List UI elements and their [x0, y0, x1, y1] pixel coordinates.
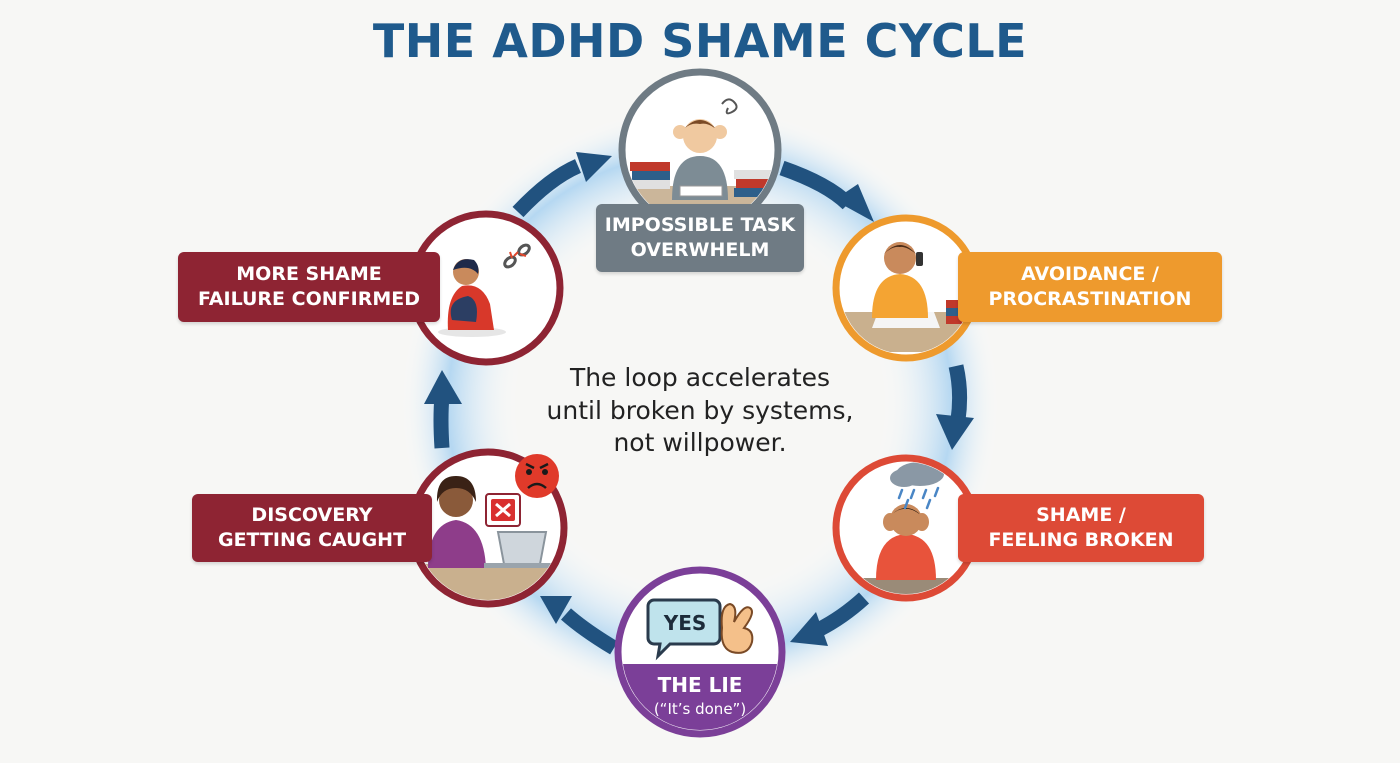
stage-more-shame-line-2: FAILURE CONFIRMED — [198, 288, 420, 310]
arrowhead-discovery — [540, 596, 572, 624]
arrowhead-shame — [936, 414, 974, 450]
stage-discovery-line-1: DISCOVERY — [251, 503, 373, 526]
center-message-line-2: until broken by systems, — [546, 395, 854, 425]
arrowhead-moreshame — [424, 370, 462, 404]
stage-shame-line-1: SHAME / — [1036, 503, 1126, 526]
center-message: The loop accelerates until broken by sys… — [500, 362, 900, 460]
stage-shame-label: SHAME / FEELING BROKEN — [958, 494, 1204, 562]
stage-shame-line-2: FEELING BROKEN — [988, 529, 1174, 551]
stage-impossible-line-2: OVERWHELM — [630, 239, 770, 261]
stage-avoidance-line-1: AVOIDANCE / — [1021, 262, 1159, 285]
center-message-line-3: not willpower. — [613, 428, 787, 457]
arrow-shame-to-lie — [814, 592, 870, 637]
arrow-avoidance-to-shame — [948, 364, 968, 422]
stage-lie-subtitle: (“It’s done”) — [653, 700, 747, 719]
stage-avoidance-label: AVOIDANCE / PROCRASTINATION — [958, 252, 1222, 322]
stage-impossible-line-1: IMPOSSIBLE TASK — [604, 213, 796, 236]
stage-lie-illustration: YES — [614, 566, 786, 738]
lie-bubble-text: YES — [663, 611, 707, 635]
stage-lie-label: THE LIE (“It’s done”) — [624, 664, 776, 728]
arrowhead-impossible — [576, 152, 612, 182]
arrow-lie-to-discovery — [561, 608, 618, 655]
arrow-moreshame-to-impossible — [512, 159, 582, 218]
stage-avoidance-line-2: PROCRASTINATION — [988, 288, 1192, 310]
stage-avoidance-illustration — [832, 214, 980, 362]
stage-more-shame-label: MORE SHAME FAILURE CONFIRMED — [178, 252, 440, 322]
cycle-arrowheads — [424, 152, 974, 646]
stage-lie-title: THE LIE — [657, 672, 743, 697]
page-title: THE ADHD SHAME CYCLE — [372, 14, 1028, 68]
stage-impossible-label: IMPOSSIBLE TASK OVERWHELM — [596, 204, 804, 272]
stage-discovery-label: DISCOVERY GETTING CAUGHT — [192, 494, 432, 562]
arrowhead-avoidance — [834, 184, 874, 222]
center-message-line-1: The loop accelerates — [569, 363, 831, 392]
stage-discovery-line-2: GETTING CAUGHT — [217, 529, 407, 551]
stage-more-shame-line-1: MORE SHAME — [236, 262, 382, 285]
stage-shame-illustration — [832, 454, 980, 602]
arrowhead-lie — [790, 612, 828, 646]
